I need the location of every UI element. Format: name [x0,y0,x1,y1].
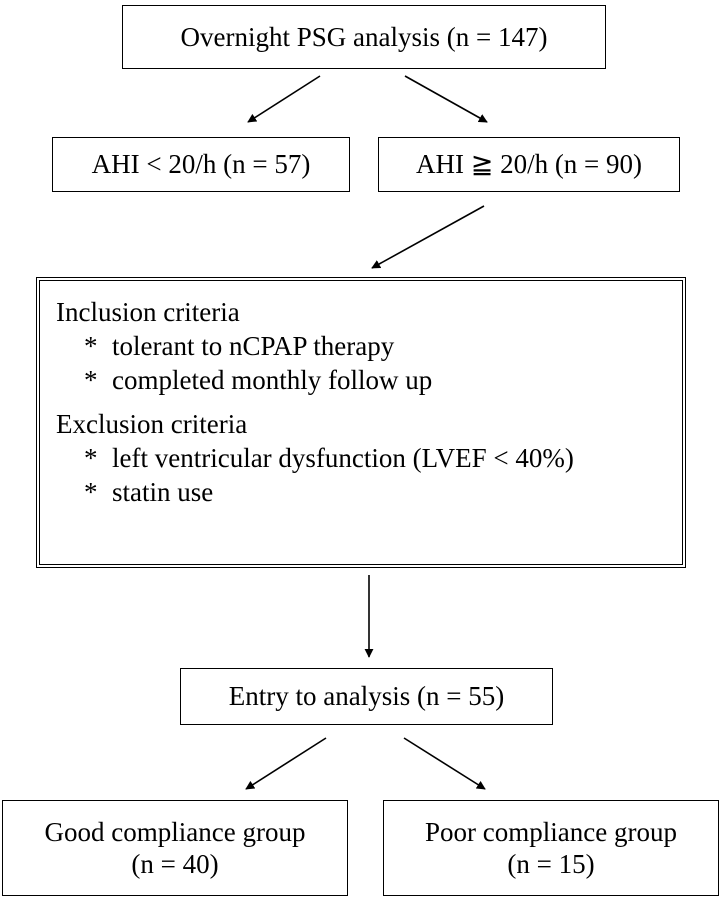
bullet-icon: * [84,331,98,361]
poor-compliance-count: (n = 15) [507,849,595,879]
psg-analysis-box: Overnight PSG analysis (n = 147) [122,5,606,69]
arrow-psg-to-low [247,75,321,123]
ahi-high-label: AHI ≧ 20/h (n = 90) [415,149,643,180]
entry-analysis-label: Entry to analysis (n = 55) [228,681,505,712]
poor-compliance-box: Poor compliance group (n = 15) [383,800,719,896]
poor-compliance-label: Poor compliance group [425,816,677,847]
exclusion-criteria-title: Exclusion criteria [56,409,248,439]
ahi-low-box: AHI < 20/h (n = 57) [52,137,350,192]
list-item: *tolerant to nCPAP therapy [84,331,395,361]
arrow-entry-to-good [245,737,327,790]
arrow-entry-to-poor [403,737,486,790]
arrow-high-to-criteria [371,205,485,269]
good-compliance-label: Good compliance group [44,816,306,847]
entry-analysis-box: Entry to analysis (n = 55) [180,668,553,725]
arrow-psg-to-high [404,75,488,123]
list-item: *left ventricular dysfunction (LVEF < 40… [84,443,574,473]
exclusion-criteria-list: *left ventricular dysfunction (LVEF < 40… [56,441,682,509]
bullet-icon: * [84,477,98,507]
psg-analysis-label: Overnight PSG analysis (n = 147) [180,21,548,52]
good-compliance-box: Good compliance group (n = 40) [2,800,348,896]
ahi-low-label: AHI < 20/h (n = 57) [91,149,311,180]
bullet-icon: * [84,443,98,473]
criteria-box: Inclusion criteria *tolerant to nCPAP th… [36,277,686,568]
list-item: *completed monthly follow up [84,365,433,395]
list-item: *statin use [84,477,214,507]
inclusion-criteria-list: *tolerant to nCPAP therapy *completed mo… [56,329,682,397]
good-compliance-count: (n = 40) [131,849,219,879]
ahi-high-box: AHI ≧ 20/h (n = 90) [378,137,680,192]
inclusion-criteria-title: Inclusion criteria [56,297,240,327]
bullet-icon: * [84,365,98,395]
